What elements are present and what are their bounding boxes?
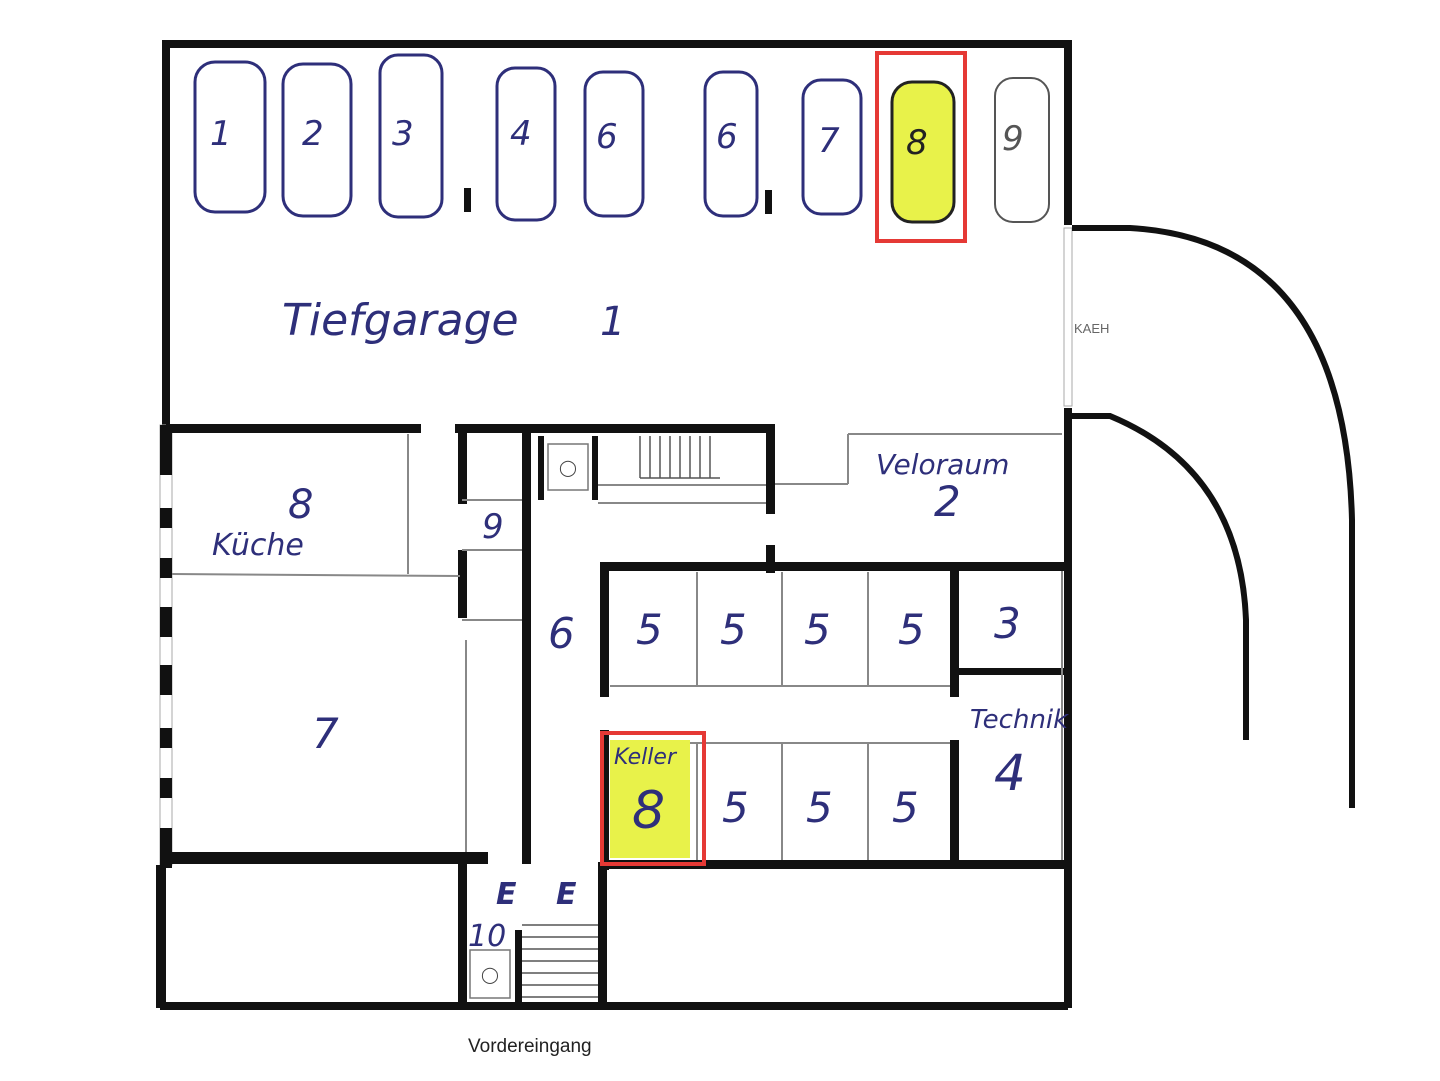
pillar	[464, 188, 471, 212]
parking-label-5: 6	[596, 117, 618, 157]
outer-walls	[160, 40, 1072, 1010]
parking-label-7: 7	[818, 121, 840, 161]
tiefgarage-number: 1	[600, 299, 625, 345]
parking-label-3: 3	[392, 114, 414, 154]
drain-icon: ◯	[559, 460, 577, 477]
exterior-label: KAEH	[1074, 321, 1109, 336]
tiefgarage-label: Tiefgarage	[282, 295, 519, 346]
kueche-label: Küche	[212, 528, 304, 563]
parking-spot-8-marker	[875, 51, 967, 243]
room-10-number: 10	[468, 919, 506, 954]
staircase-upper	[639, 436, 720, 479]
garage-gate	[1063, 227, 1073, 407]
keller-8-highlight[interactable]	[610, 740, 690, 858]
technik-label: Technik	[970, 705, 1069, 735]
cellar-5-e: 5	[722, 783, 749, 832]
parking-label-8: 8	[906, 123, 928, 163]
room-3-number: 3	[994, 599, 1021, 648]
entrance-mark-left: E	[496, 877, 517, 912]
drain-icon: ◯	[481, 967, 499, 984]
parking-spots	[193, 53, 1050, 223]
staircase-entrance	[522, 924, 598, 998]
driveway-ramp	[1072, 225, 1355, 808]
room-9-number: 9	[482, 507, 504, 547]
cellar-5-d: 5	[898, 605, 925, 654]
room-7-number: 7	[312, 709, 339, 758]
parking-label-2: 2	[302, 114, 324, 154]
front-entrance-caption: Vordereingang	[468, 1036, 592, 1057]
thin-partitions	[171, 433, 1063, 860]
cellar-5-c: 5	[804, 605, 831, 654]
parking-label-9: 9	[1002, 119, 1024, 159]
cellar-5-f: 5	[806, 783, 833, 832]
kueche-number: 8	[288, 482, 313, 528]
veloraum-number: 2	[934, 477, 961, 526]
hall-6-number: 6	[548, 609, 575, 658]
technik-number: 4	[994, 744, 1026, 802]
keller-8-marker	[600, 731, 706, 866]
interior-walls	[166, 424, 1070, 1007]
cellar-5-b: 5	[720, 605, 747, 654]
entrance-mark-right: E	[556, 877, 577, 912]
sink-fixture	[547, 443, 589, 491]
keller-8-label: Keller	[614, 745, 678, 770]
parking-spot-8-highlight[interactable]	[890, 80, 956, 224]
keller-8-number: 8	[632, 781, 665, 841]
parking-label-6: 6	[716, 117, 738, 157]
parking-label-1: 1	[210, 114, 232, 154]
sink-fixture-entrance	[469, 949, 511, 999]
cellar-5-g: 5	[892, 783, 919, 832]
cellar-5-a: 5	[636, 605, 663, 654]
veloraum-label: Veloraum	[876, 448, 1009, 481]
parking-label-4: 4	[510, 114, 532, 154]
pillar	[765, 190, 772, 214]
